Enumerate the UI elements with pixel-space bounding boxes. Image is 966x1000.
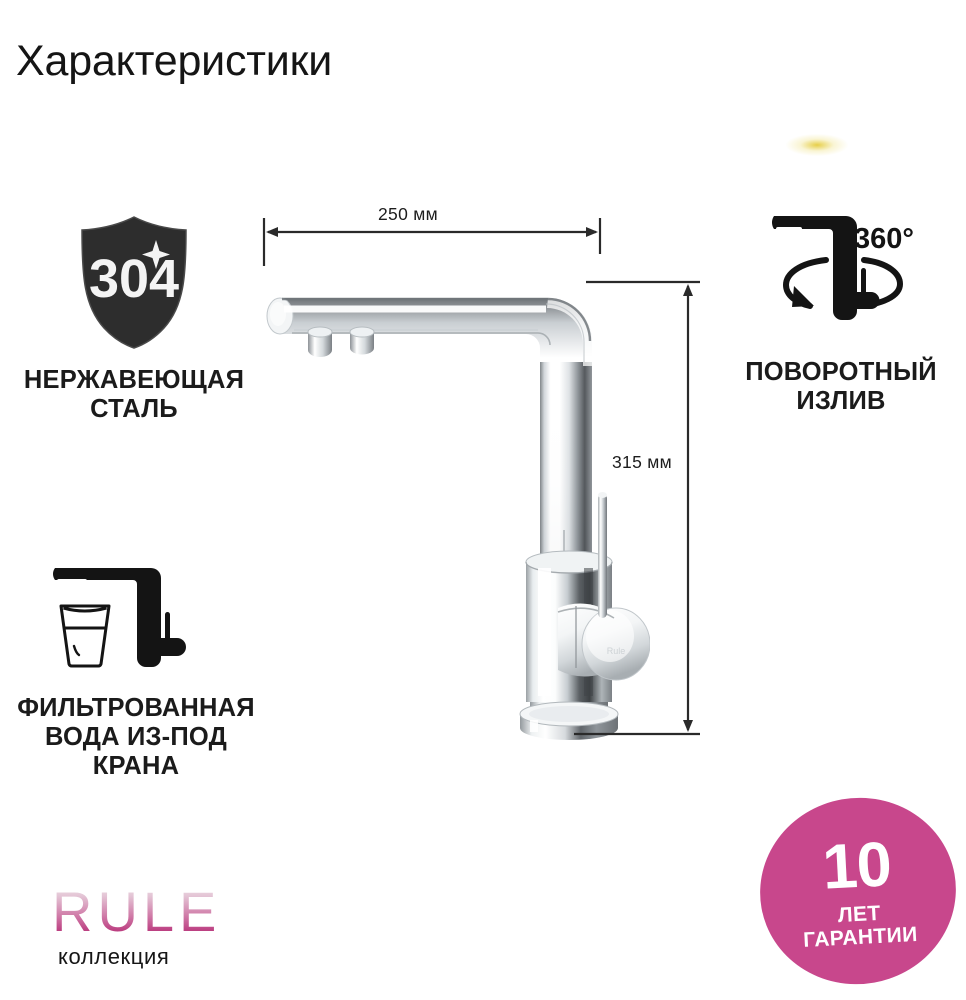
height-arrow-top-icon — [683, 284, 693, 296]
brand-name: RULE — [52, 884, 262, 940]
warranty-badge-text: 10 ЛЕТ ГАРАНТИИ — [755, 793, 960, 989]
feature-swivel-spout: 360° ПОВОРОТНЫЙ ИЗЛИВ — [716, 206, 966, 416]
faucet-body-highlight — [538, 568, 551, 696]
swivel-glyph: 360° — [771, 216, 914, 320]
warranty-years-number: 10 — [820, 828, 893, 903]
caption-line: ИЗЛИВ — [796, 387, 886, 416]
faucet-outlet-nozzles — [307, 326, 375, 357]
glass-icon — [59, 604, 111, 668]
faucet-with-glass-icon — [43, 556, 229, 680]
glass-shine-icon — [72, 644, 81, 657]
rotation-arc-right-icon — [853, 257, 904, 309]
product-photo-faucet: Rule — [258, 262, 650, 742]
dimension-width-line — [262, 206, 612, 268]
shield-304-badge: 304 — [70, 214, 198, 350]
warranty-badge: 10 ЛЕТ ГАРАНТИИ — [745, 782, 966, 1000]
faucet-body-top-edge — [525, 561, 613, 574]
faucet-spout-cap-inner — [270, 302, 286, 326]
shield-number: 304 — [89, 249, 179, 309]
filtered-water-glyph — [53, 568, 186, 668]
width-arrow-right-icon — [586, 227, 598, 237]
faucet-rotation-icon: 360° — [752, 206, 930, 338]
faucet-riser-column — [540, 362, 592, 570]
stainless-steel-caption: НЕРЖАВЕЮЩАЯ СТАЛЬ — [0, 366, 268, 424]
filtered-water-caption: ФИЛЬТРОВАННАЯ ВОДА ИЗ-ПОД КРАНА — [0, 694, 272, 781]
caption-line: СТАЛЬ — [90, 395, 178, 424]
warranty-years-unit: ЛЕТ — [837, 901, 882, 927]
warranty-word: ГАРАНТИИ — [802, 922, 919, 952]
sparkle-icon — [142, 240, 170, 269]
swivel-caption: ПОВОРОТНЫЙ ИЗЛИВ — [716, 358, 966, 416]
faucet-silhouette-icon — [771, 216, 880, 320]
caption-line: ФИЛЬТРОВАННАЯ — [17, 694, 255, 722]
dimension-height-line — [570, 272, 702, 746]
feature-filtered-water: ФИЛЬТРОВАННАЯ ВОДА ИЗ-ПОД КРАНА — [0, 556, 272, 781]
height-arrow-bottom-icon — [683, 720, 693, 732]
caption-line: НЕРЖАВЕЮЩАЯ — [23, 366, 245, 394]
faucet-base-top-inner — [529, 706, 609, 722]
chrome-faucet-illustration: Rule — [266, 297, 650, 740]
width-dimension-graphic — [262, 218, 602, 266]
faucet-cartridge-cap-shine — [586, 610, 634, 662]
page-title: Характеристики — [16, 37, 333, 85]
rotation-angle-label: 360° — [854, 223, 914, 255]
dimension-width-label: 250 мм — [378, 204, 438, 224]
rotation-arrowhead-icon — [792, 286, 814, 307]
faucet-elbow-edge — [545, 303, 585, 362]
faucet-silhouette-icon — [53, 568, 186, 667]
brand-subtitle: коллекция — [58, 944, 170, 969]
dimension-height-label: 315 мм — [612, 452, 672, 472]
caption-line: КРАНА — [92, 752, 180, 781]
faucet-brand-mark: Rule — [607, 646, 626, 656]
faucet-arm-top-edge — [282, 297, 592, 342]
height-dimension-graphic — [574, 280, 700, 736]
shield-icon: 304 — [81, 216, 187, 349]
caption-line: ПОВОРОТНЫЙ — [745, 358, 937, 386]
faucet-lever-handle — [598, 494, 607, 618]
caption-line: ВОДА ИЗ-ПОД — [45, 723, 227, 752]
width-arrow-left-icon — [266, 227, 278, 237]
brand-logo: RULE коллекция — [52, 884, 262, 970]
feature-stainless-steel: 304 НЕРЖАВЕЮЩАЯ СТАЛЬ — [0, 214, 268, 424]
lens-flare-artifact — [786, 134, 848, 156]
faucet-arm-bottom-edge — [292, 332, 551, 346]
faucet-cartridge-top-edge — [557, 607, 615, 619]
faucet-lever-tip — [598, 492, 607, 498]
